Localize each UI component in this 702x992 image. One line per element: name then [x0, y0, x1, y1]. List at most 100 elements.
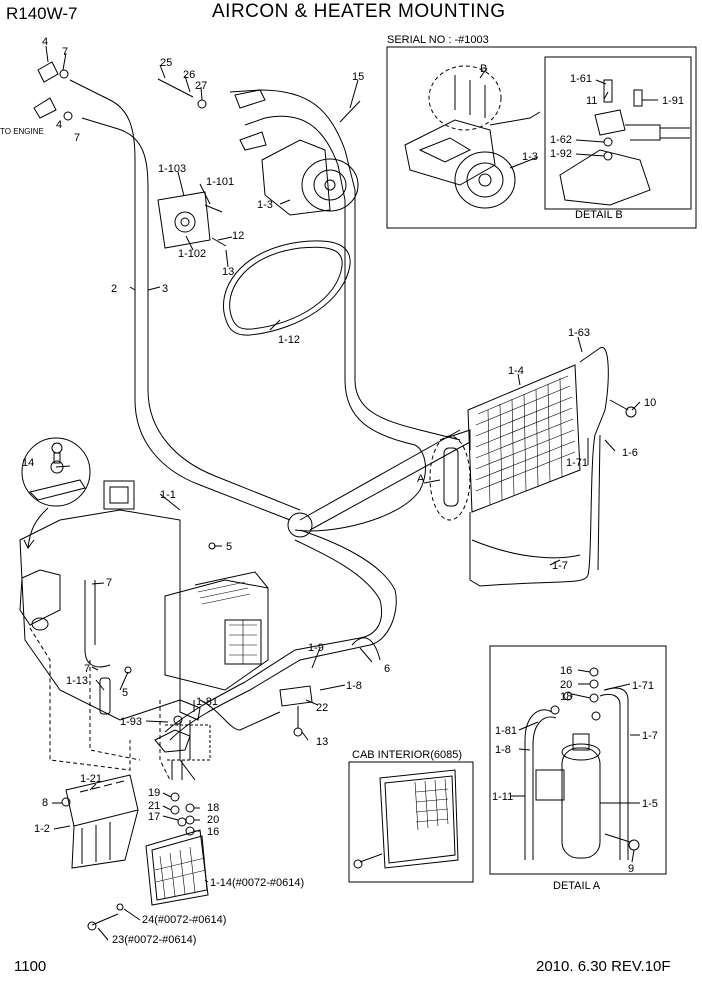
bolt-15	[339, 100, 361, 123]
page-number: 1100	[14, 958, 47, 975]
callout: 1-71	[566, 457, 588, 469]
callout-labels: SERIAL NO : -#1003 DETAIL B B 1-3 1-61 1…	[0, 34, 684, 946]
callout: 1-103	[158, 163, 186, 175]
bracket	[157, 191, 211, 249]
detail-a-label: 1-81	[495, 725, 517, 737]
expansion-valve	[154, 729, 191, 753]
bolt-10	[609, 399, 629, 411]
detail-b-block	[559, 149, 651, 206]
serial-compressor-pulley	[454, 151, 516, 209]
condenser-frame-line	[469, 347, 609, 587]
callout: 3	[162, 283, 168, 295]
callout: 7	[74, 132, 80, 144]
serial-label: B	[480, 63, 487, 75]
callout: 1-93	[120, 716, 142, 728]
callout: 5	[122, 687, 128, 699]
serial-compressor-body	[404, 119, 496, 186]
callout: 1-101	[206, 176, 234, 188]
serial-label: 1-61	[570, 73, 592, 85]
callout: 1-81	[196, 696, 218, 708]
callout: 1-3	[257, 199, 273, 211]
serial-box-title: SERIAL NO : -#1003	[387, 34, 489, 46]
callout: 24(#0072-#0614)	[142, 914, 226, 926]
callout: 25	[160, 57, 172, 69]
serial-label: 1-91	[662, 95, 684, 107]
callout: 1-21	[80, 773, 102, 785]
callout: 21	[148, 800, 160, 812]
callout: 1-8	[346, 680, 362, 692]
callout: 7	[106, 577, 112, 589]
heater-core-box	[164, 579, 269, 691]
callout: 4	[56, 119, 62, 131]
clip-1-9	[279, 685, 313, 707]
compressor-body	[261, 139, 331, 216]
detail-a-label: 18	[560, 691, 572, 703]
revision-date: 2010. 6.30 REV.10F	[536, 958, 671, 975]
callout: 1-14(#0072-#0614)	[210, 877, 304, 889]
callout: 26	[183, 69, 195, 81]
hvac-outlet	[103, 480, 135, 510]
callout: 1-102	[178, 248, 206, 260]
air-filter	[145, 829, 209, 906]
callout: 6	[384, 663, 390, 675]
cab-interior-title: CAB INTERIOR(6085)	[352, 749, 462, 761]
callout: 19	[148, 787, 160, 799]
detail-a-title: DETAIL A	[553, 880, 601, 892]
callout: 1-63	[568, 327, 590, 339]
callout: 12	[232, 230, 244, 242]
callout: 13	[222, 266, 234, 278]
callout: 1-7	[552, 560, 568, 572]
drier-bracket	[535, 769, 565, 801]
detail-a-label: 9	[628, 863, 634, 875]
callout: 1-9	[308, 642, 324, 654]
detail-a-label: 20	[560, 679, 572, 691]
callout: 5	[226, 541, 232, 553]
callout: 18	[207, 802, 219, 814]
hvac-pipe-left	[84, 580, 111, 668]
hose-3	[229, 89, 461, 441]
callout: 1-2	[34, 823, 50, 835]
hose-1-8	[169, 529, 397, 741]
detail-14-circle	[21, 437, 91, 507]
callout: 1-6	[622, 447, 638, 459]
receiver-drier	[561, 747, 601, 859]
page-title: AIRCON & HEATER MOUNTING	[212, 1, 506, 22]
cab-interior-frame	[348, 761, 474, 883]
callout: 1-12	[278, 334, 300, 346]
callout: 7	[62, 46, 68, 58]
hose-clamp	[287, 512, 313, 538]
callout: 17	[148, 811, 160, 823]
callout: 23(#0072-#0614)	[112, 934, 196, 946]
detail-a-circle	[429, 435, 471, 521]
rod-1-13	[99, 677, 111, 715]
detail-b-title: DETAIL B	[575, 209, 623, 221]
model-number: R140W-7	[6, 4, 78, 23]
callout: 8	[42, 797, 48, 809]
cab-filter	[379, 769, 459, 869]
belt	[222, 240, 351, 336]
serial-label: 1-92	[550, 148, 572, 160]
fitting-4-top	[37, 61, 59, 83]
detail-a-label: 1-7	[642, 730, 658, 742]
callout: 22	[316, 702, 328, 714]
clip-6	[351, 637, 381, 661]
detail-a-label: 16	[560, 665, 572, 677]
callout: 13	[316, 736, 328, 748]
callout: 1-4	[508, 365, 524, 377]
detail-b-frame	[544, 56, 692, 210]
detail-b-circle	[428, 65, 502, 131]
callout: 16	[207, 826, 219, 838]
serial-label: 1-62	[550, 134, 572, 146]
serial-box-frame	[386, 46, 697, 229]
callout: 15	[352, 71, 364, 83]
serial-label: 1-3	[522, 151, 538, 163]
compressor-pulley	[301, 158, 359, 212]
condenser	[467, 364, 581, 513]
detail-a-label: 1-11	[492, 791, 513, 803]
fitting-4-bottom	[33, 97, 57, 119]
callout: 20	[207, 814, 219, 826]
detail-a-frame	[489, 645, 667, 875]
detail-a-label: 1-71	[632, 680, 654, 692]
control-panel-box	[71, 809, 139, 869]
detail-a-label: 1-8	[495, 744, 511, 756]
